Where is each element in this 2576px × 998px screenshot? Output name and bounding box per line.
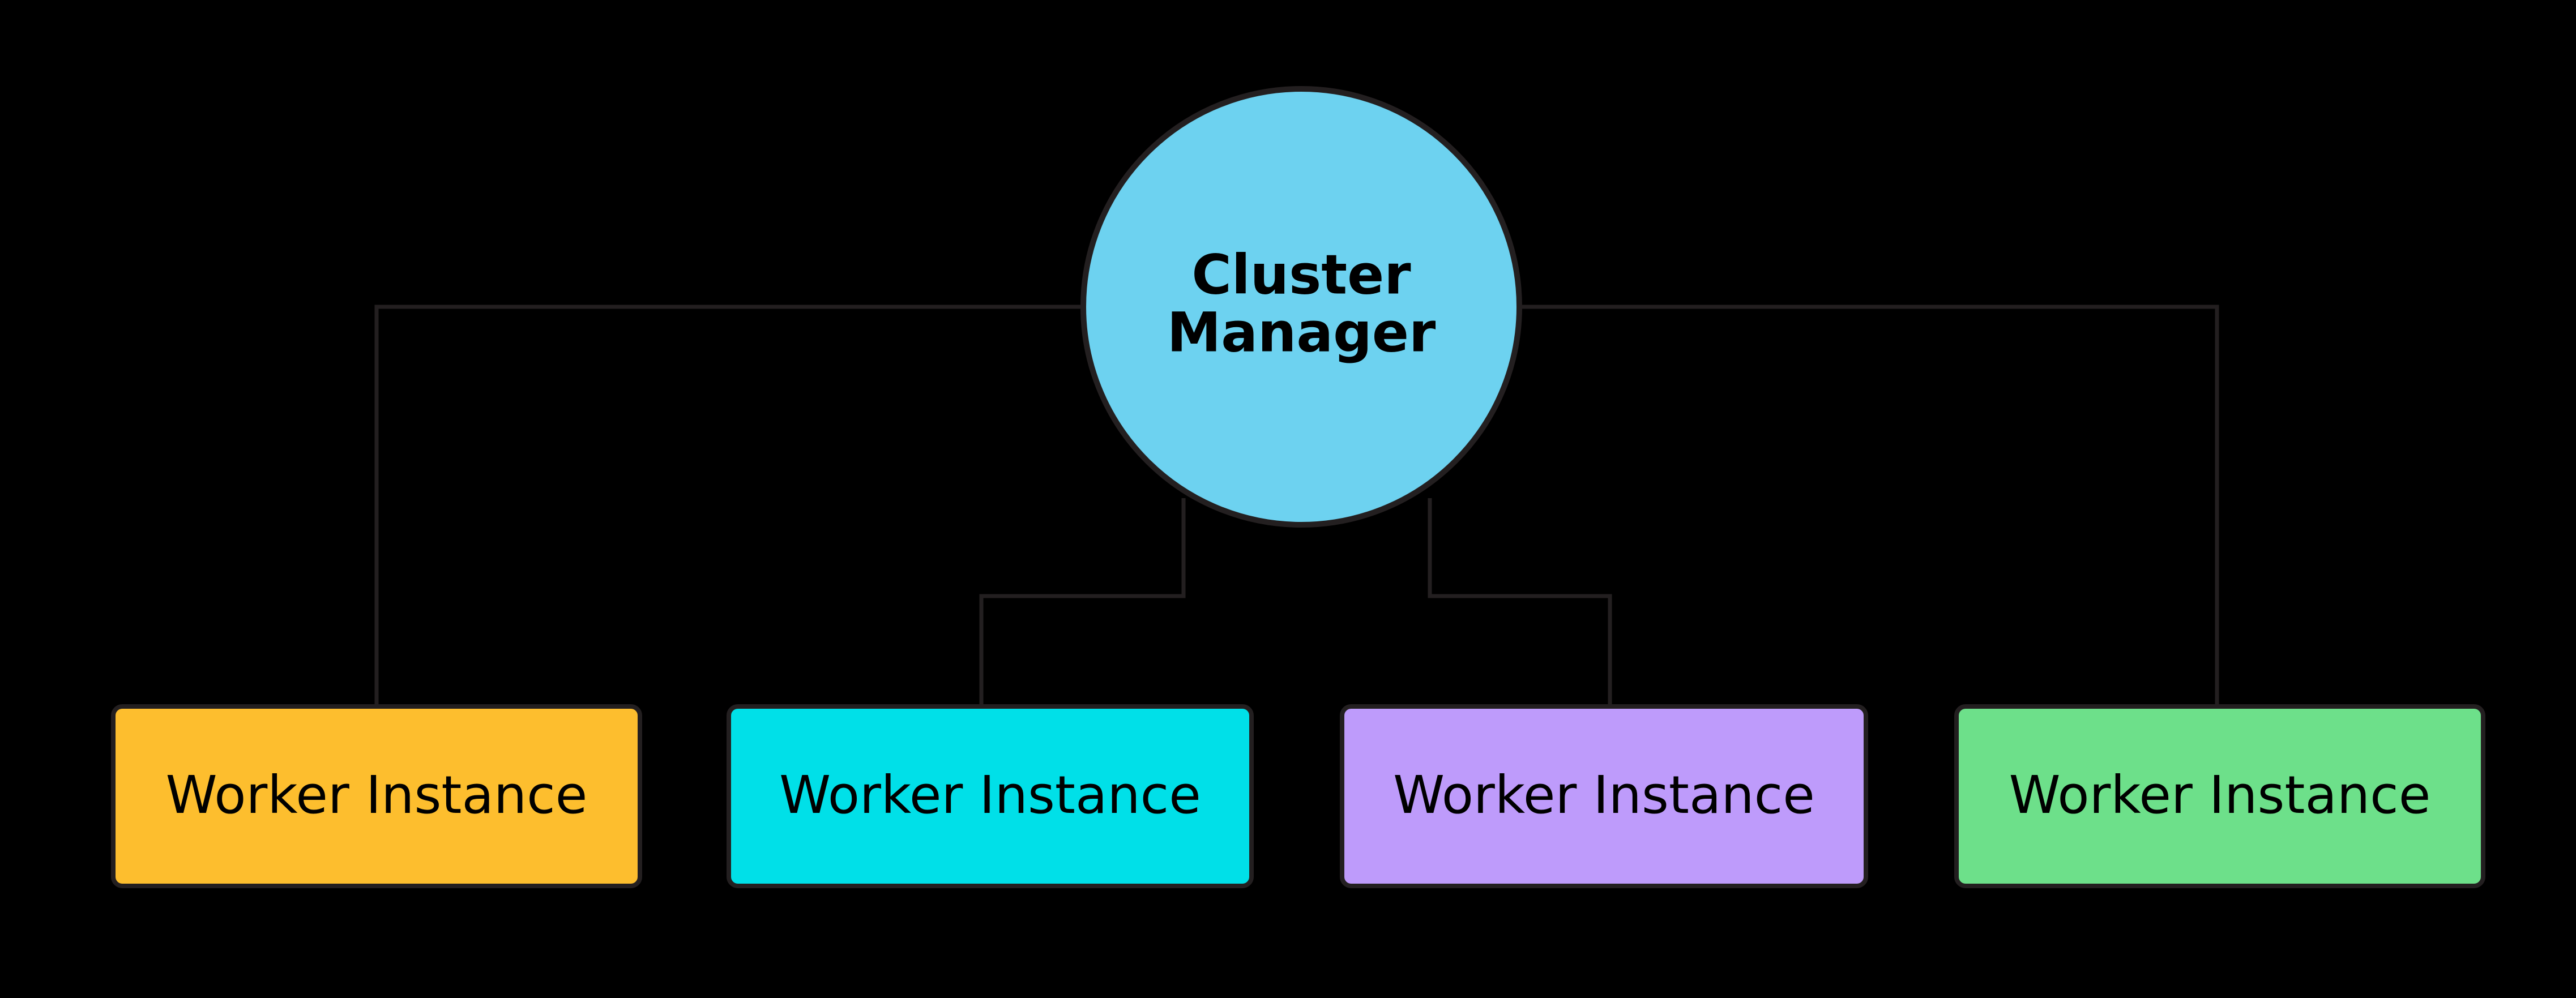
worker-instance-2-label: Worker Instance xyxy=(779,765,1201,825)
cluster-manager-label-line2: Manager xyxy=(1167,301,1436,364)
worker-instance-1-label: Worker Instance xyxy=(166,765,588,825)
worker-instance-4-box[interactable] xyxy=(1954,704,2485,888)
edge-root-to-worker-1 xyxy=(374,305,1080,706)
edge-root-to-worker-4 xyxy=(1522,305,2219,706)
node-worker-instance-1[interactable]: Worker Instance xyxy=(111,704,642,888)
edge-root-to-worker-3 xyxy=(1428,498,1612,706)
node-worker-instance-4[interactable]: Worker Instance xyxy=(1954,704,2485,888)
worker-instance-4-label: Worker Instance xyxy=(2009,765,2431,825)
node-worker-instance-2[interactable]: Worker Instance xyxy=(727,704,1254,888)
worker-instance-1-box[interactable] xyxy=(111,704,642,888)
worker-instance-3-label: Worker Instance xyxy=(1393,765,1815,825)
node-worker-instance-3[interactable]: Worker Instance xyxy=(1340,704,1868,888)
cluster-manager-label-line1: Cluster xyxy=(1191,243,1411,306)
worker-instance-3-box[interactable] xyxy=(1340,704,1868,888)
worker-instance-2-box[interactable] xyxy=(727,704,1254,888)
node-cluster-manager[interactable]: Cluster Manager xyxy=(1080,86,1522,528)
edge-root-to-worker-2 xyxy=(979,498,1186,706)
cluster-manager-circle[interactable] xyxy=(1080,86,1522,528)
edge-layer xyxy=(374,305,2219,706)
